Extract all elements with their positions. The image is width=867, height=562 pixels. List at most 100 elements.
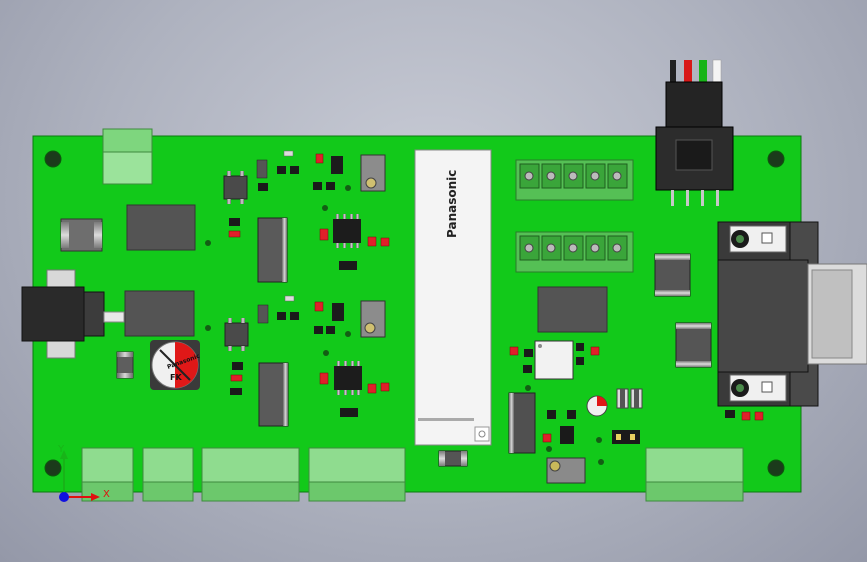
- wire: [684, 60, 692, 82]
- cad-geometry: [546, 446, 552, 452]
- cad-geometry: [223, 175, 248, 200]
- dc-power-jack: [21, 269, 125, 359]
- ic-sot-small: [560, 426, 574, 444]
- cad-geometry: [645, 481, 744, 502]
- ic-long-vertical: [508, 392, 536, 454]
- cad-geometry: [228, 153, 764, 443]
- resistor: [230, 374, 243, 382]
- cad-geometry: [230, 388, 242, 395]
- cad-geometry: [323, 350, 329, 356]
- cad-geometry: [142, 481, 194, 502]
- cad-geometry: [336, 243, 339, 248]
- resistor: [367, 383, 377, 394]
- cad-geometry: [665, 81, 723, 128]
- cad-geometry: [159, 349, 191, 381]
- cad-geometry: [228, 318, 232, 323]
- vias: [205, 185, 604, 465]
- diode-smd-left: [60, 218, 103, 252]
- cad-geometry: [344, 361, 347, 366]
- ic-soic8-2: [334, 361, 362, 395]
- cad-geometry: [356, 214, 359, 219]
- cad-geometry: [717, 259, 809, 373]
- cad-geometry: [277, 166, 286, 174]
- optocoupler-1: [223, 171, 248, 204]
- x-axis-arrowhead: [91, 493, 100, 501]
- optocoupler-2: [224, 318, 249, 351]
- cad-geometry: [645, 447, 744, 483]
- cad-geometry: [675, 322, 712, 368]
- cad-geometry: [616, 434, 621, 440]
- cad-geometry: [229, 166, 735, 419]
- wire: [699, 60, 707, 82]
- cad-geometry: [337, 361, 340, 366]
- cad-geometry: [308, 481, 406, 502]
- wireless-module: Panasonic: [414, 149, 492, 446]
- mounting-hole: [44, 150, 62, 168]
- cad-geometry: [655, 254, 690, 260]
- cad-geometry: [61, 222, 69, 248]
- cad-geometry: [142, 447, 194, 483]
- cad-geometry: [597, 396, 607, 406]
- cad-geometry: [232, 362, 243, 370]
- cad-geometry: [175, 342, 198, 388]
- cad-geometry: [686, 190, 689, 206]
- cad-geometry: [103, 311, 125, 323]
- cad-geometry: [560, 426, 574, 444]
- cad-geometry: [474, 426, 490, 442]
- cad-geometry: [576, 357, 584, 365]
- cad-geometry: [117, 352, 133, 357]
- cad-geometry: [240, 199, 244, 204]
- cad-geometry: [736, 235, 744, 243]
- cad-geometry: [654, 253, 691, 297]
- cad-geometry: [761, 232, 773, 244]
- resistor: [319, 228, 329, 241]
- cad-geometry: [357, 390, 360, 395]
- cad-geometry: [414, 149, 492, 446]
- cad-geometry: [333, 219, 361, 243]
- jumper-header: [612, 430, 640, 444]
- cad-geometry: [102, 128, 153, 153]
- cad-geometry: [671, 190, 719, 206]
- cad-geometry: [356, 243, 359, 248]
- cad-geometry: [284, 295, 295, 302]
- dsub-screw-bottom: [729, 374, 787, 402]
- mounting-holes: [44, 150, 785, 477]
- cad-geometry: [598, 459, 604, 465]
- mounting-hole: [767, 150, 785, 168]
- cad-geometry: [576, 343, 584, 351]
- diode-small: [116, 351, 134, 379]
- dsub-screw-top: [729, 225, 787, 253]
- cad-geometry: [282, 218, 287, 282]
- led-component: [586, 395, 608, 417]
- trimmer-potentiometer-2: [360, 300, 386, 338]
- resistor: [741, 411, 751, 421]
- cad-geometry: [205, 325, 211, 331]
- cad-geometry: [308, 447, 406, 483]
- mounting-hole: [767, 459, 785, 477]
- resistor: [367, 236, 377, 247]
- cad-geometry: [94, 222, 102, 248]
- screw-connector-row-1: [515, 159, 634, 201]
- cad-geometry: [283, 150, 295, 302]
- cad-geometry: [339, 261, 357, 270]
- module-brand-label: Panasonic: [445, 170, 459, 238]
- ic-soic8-1: [333, 214, 361, 248]
- cad-geometry: [228, 346, 232, 351]
- capacitor-sub-mark: FK: [170, 373, 182, 382]
- cad-geometry: [590, 171, 600, 181]
- cad-geometry: [523, 365, 532, 373]
- cad-geometry: [256, 159, 268, 179]
- terminal-block-bottom-3: [201, 447, 300, 502]
- cad-geometry: [277, 312, 286, 320]
- cad-geometry: [336, 214, 359, 248]
- cad-geometry: [525, 385, 531, 391]
- ic-sot23-2: [332, 303, 344, 321]
- cad-geometry: [258, 183, 268, 191]
- cad-geometry: [524, 171, 534, 181]
- cad-geometry: [461, 451, 467, 466]
- cad-geometry: [283, 150, 294, 157]
- cad-geometry: [365, 177, 377, 189]
- cad-geometry: [256, 159, 269, 324]
- cad-geometry: [509, 393, 514, 453]
